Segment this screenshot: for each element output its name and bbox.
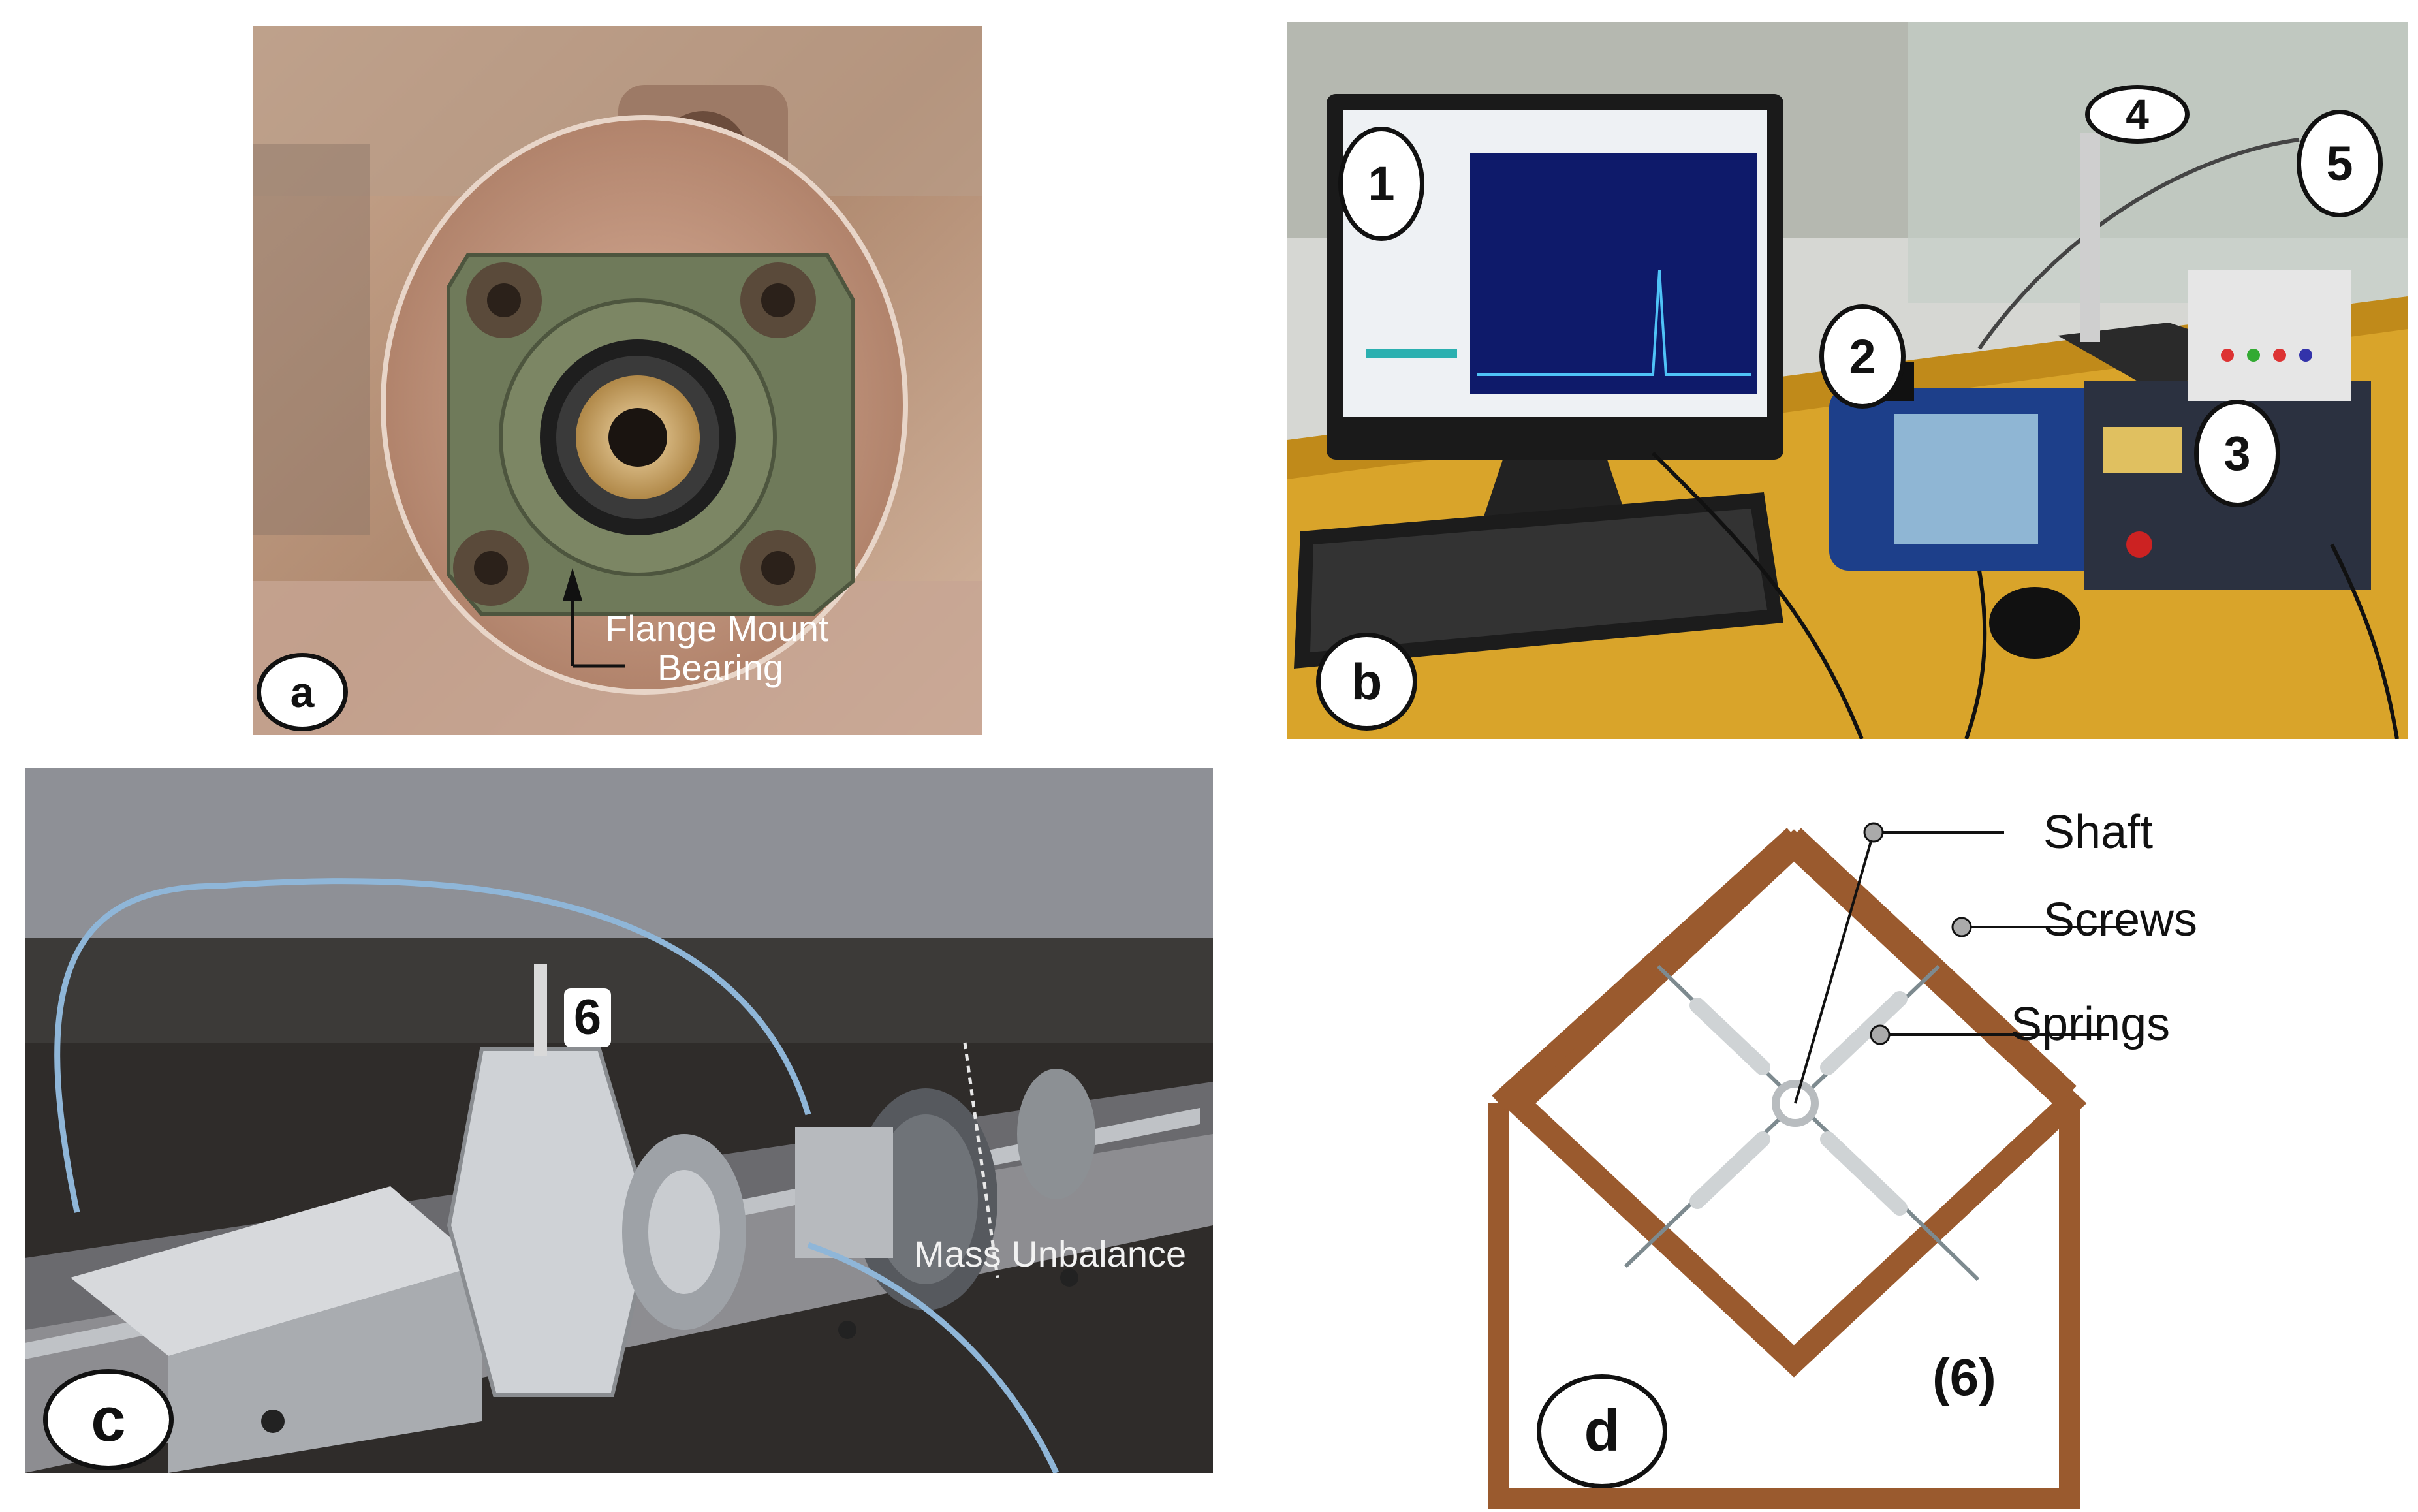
panel-b-photo: 1 2 3 4 5 b	[1287, 22, 2408, 739]
bearing-photo	[253, 26, 982, 735]
part-number-label: (6)	[1932, 1348, 1996, 1406]
panel-d-label: d	[1537, 1374, 1667, 1488]
flange-mount-label: Flange Mount	[605, 608, 829, 649]
panel-c-label: c	[43, 1369, 174, 1470]
bearing-housing-schematic	[1488, 822, 2128, 1509]
mass-unbalance-label: Mass Unbalance	[914, 1233, 1187, 1274]
screws-label: Screws	[2043, 894, 2198, 946]
callout-2: 2	[1819, 304, 1906, 409]
bearing-label: Bearing	[657, 647, 784, 688]
springs-label: Springs	[2011, 998, 2171, 1050]
panel-a-label: a	[257, 653, 348, 731]
shaft-label: Shaft	[2043, 806, 2154, 858]
callout-5: 5	[2297, 110, 2383, 217]
callout-3: 3	[2194, 400, 2280, 507]
callout-6-label: 6	[564, 988, 611, 1047]
panel-d-diagram: Shaft Screws Springs (6) d	[1482, 770, 2409, 1512]
panel-a-photo: Flange Mount Bearing a	[253, 26, 982, 735]
rotor-kit-photo	[25, 768, 1213, 1473]
callout-4: 4	[2085, 85, 2190, 144]
panel-c-photo: 6 Mass Unbalance c	[25, 768, 1213, 1473]
test-rig-setup-photo	[1287, 22, 2408, 739]
panel-b-label: b	[1316, 633, 1417, 731]
callout-1: 1	[1338, 127, 1424, 241]
